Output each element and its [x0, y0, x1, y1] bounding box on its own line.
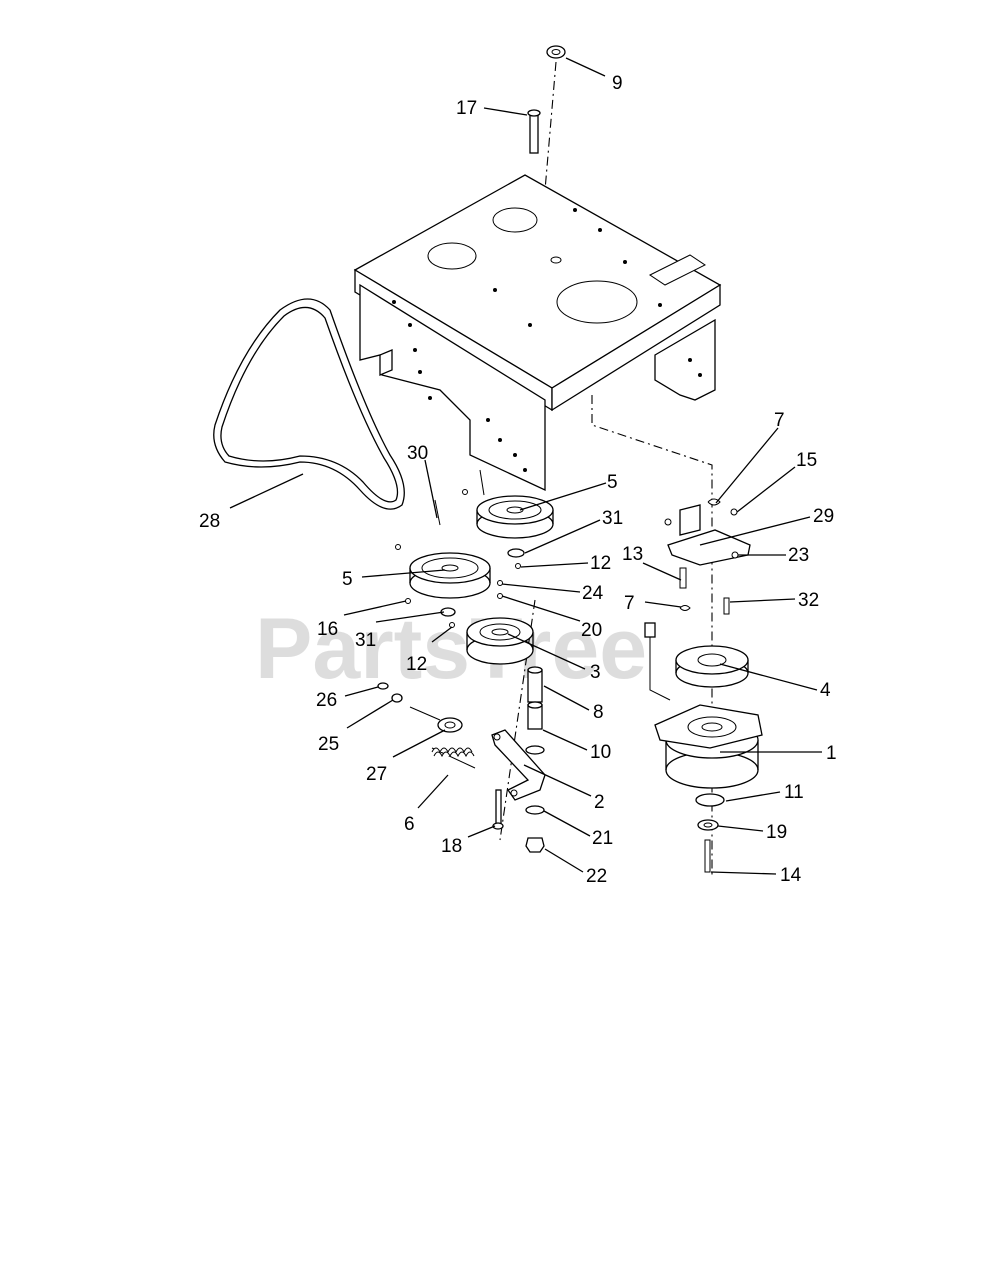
deck-frame: [353, 174, 722, 492]
callout-28: 28: [199, 511, 220, 532]
idler-pulley-5-lower: [409, 552, 491, 599]
washer-19: [697, 819, 719, 831]
callout-13: 13: [622, 544, 643, 565]
eyebolt-27: [409, 706, 463, 733]
callout-7: 7: [624, 593, 635, 614]
pin-32: [723, 597, 730, 615]
callout-29: 29: [813, 506, 834, 527]
washer-11: [695, 793, 725, 807]
callout-31: 31: [602, 508, 623, 529]
leader-lines: [229, 57, 822, 875]
pulley-3: [466, 617, 534, 665]
callout-30: 30: [407, 443, 428, 464]
drive-belt-28: [213, 298, 405, 510]
spacer-10: [525, 701, 545, 755]
callout-21: 21: [592, 828, 613, 849]
idler-arm-2: [491, 729, 546, 801]
callout-20: 20: [581, 620, 602, 641]
callout-5: 5: [342, 569, 353, 590]
callout-9: 9: [612, 73, 623, 94]
bolt-14: [704, 839, 711, 873]
callout-1: 1: [826, 743, 837, 764]
pin-17: [527, 109, 541, 154]
callout-2: 2: [594, 792, 605, 813]
callout-27: 27: [366, 764, 387, 785]
washer-21: [525, 805, 545, 815]
callout-16: 16: [317, 619, 338, 640]
pin-30: [434, 469, 485, 526]
clip-15: [730, 508, 738, 516]
bushing-9: [546, 45, 566, 59]
clip-7-upper: [707, 498, 721, 506]
spring-6: [431, 747, 476, 769]
nut-22: [525, 837, 545, 853]
watermark: PartsTree: [255, 601, 647, 697]
pin-13: [679, 567, 687, 589]
callout-23: 23: [788, 545, 809, 566]
pulley-4: [675, 645, 749, 688]
callout-24: 24: [582, 583, 604, 604]
callout-7: 7: [774, 410, 785, 431]
callout-22: 22: [586, 866, 607, 887]
callout-12: 12: [406, 654, 427, 675]
idler-pulley-5-upper: [476, 495, 554, 539]
callout-labels: 9 17 7 15 30 5 29 28 31 13 23 12 5 24 7 …: [199, 73, 837, 887]
callout-32: 32: [798, 590, 819, 611]
callout-8: 8: [593, 702, 604, 723]
small-hardware: [395, 489, 525, 628]
callout-6: 6: [404, 814, 415, 835]
clip-7-lower: [679, 605, 691, 611]
callout-14: 14: [780, 865, 802, 886]
callout-19: 19: [766, 822, 787, 843]
nut-23: [731, 551, 739, 559]
callout-11: 11: [784, 782, 804, 803]
callout-12: 12: [590, 553, 611, 574]
callout-17: 17: [456, 98, 477, 119]
callout-18: 18: [441, 836, 462, 857]
callout-15: 15: [796, 450, 817, 471]
callout-3: 3: [590, 662, 601, 683]
callout-31: 31: [355, 630, 376, 651]
bolt-18: [492, 789, 504, 830]
clutch-1: [644, 622, 763, 789]
nut-25: [391, 693, 403, 703]
bolt-26: [377, 682, 389, 690]
spacer-8: [527, 666, 543, 703]
callout-5: 5: [607, 472, 618, 493]
callout-10: 10: [590, 742, 611, 763]
callout-26: 26: [316, 690, 337, 711]
callout-4: 4: [820, 680, 831, 701]
callout-25: 25: [318, 734, 339, 755]
